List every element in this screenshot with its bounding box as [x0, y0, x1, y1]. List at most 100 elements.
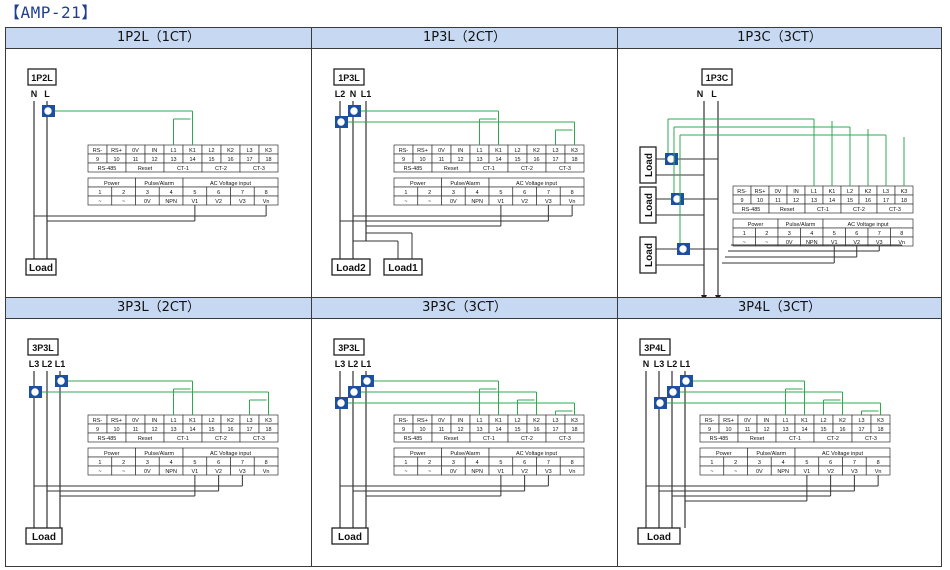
load-label: Load [32, 532, 56, 543]
terminal-group-label: Pulse/Alarm [144, 451, 174, 457]
terminal-label: IN [764, 418, 770, 424]
load-label: Load [644, 153, 655, 177]
terminal-label: L3 [858, 418, 864, 424]
terminal-number: 14 [829, 198, 835, 204]
terminal-group-label: Power [104, 451, 120, 457]
terminal-number: 3 [758, 460, 761, 466]
terminal-number: 17 [883, 198, 889, 204]
terminal-label: 0V [132, 418, 139, 424]
load-box [331, 527, 369, 545]
mode-box [333, 68, 365, 86]
terminal-number: 8 [877, 460, 880, 466]
terminal-number: 15 [208, 157, 214, 163]
terminal-group-label: CT-1 [177, 166, 189, 172]
panel-divider [6, 297, 941, 298]
terminal-label: L3 [552, 148, 558, 154]
terminal-label: Vn [898, 240, 905, 246]
terminal-number: 12 [793, 198, 799, 204]
terminal-label: NPN [777, 469, 789, 475]
terminal-label: K3 [877, 418, 884, 424]
terminal-number: 16 [533, 427, 539, 433]
terminal-label: V1 [192, 199, 199, 205]
terminal-number: 9 [402, 427, 405, 433]
terminal-group-label: CT-2 [853, 207, 865, 213]
terminal-group-label: CT-3 [253, 436, 265, 442]
terminal-number: 9 [740, 198, 743, 204]
terminal-group-label: Reset [750, 436, 765, 442]
terminal-label: K1 [189, 148, 196, 154]
terminal-number: 6 [217, 190, 220, 196]
terminal-label: RS+ [417, 418, 428, 424]
terminal-number: 1 [404, 460, 407, 466]
terminal-label: K2 [533, 418, 540, 424]
terminal-label: ~ [98, 199, 101, 205]
load-box [25, 527, 63, 545]
terminal-group-label: Reset [444, 166, 459, 172]
terminal-label: K1 [495, 418, 502, 424]
terminal-number: 3 [452, 190, 455, 196]
terminal-label: 0V [132, 148, 139, 154]
terminal-label: 0V [775, 189, 782, 195]
terminal-label: K1 [801, 418, 808, 424]
terminal-label: ~ [98, 469, 101, 475]
terminal-label: IN [458, 418, 464, 424]
terminal-label: L3 [552, 418, 558, 424]
terminal-label: V3 [239, 199, 246, 205]
panel-header: 3P4L（3CT） [618, 298, 941, 319]
terminal-number: 8 [571, 460, 574, 466]
terminal-number: 2 [765, 231, 768, 237]
terminal-number: 5 [193, 190, 196, 196]
terminal-group [545, 162, 585, 173]
terminal-label: 0V [756, 469, 763, 475]
terminal-label: 0V [450, 199, 457, 205]
terminal-group-label: Pulse/Alarm [144, 181, 174, 187]
terminal-number: 6 [217, 460, 220, 466]
terminal-number: 15 [514, 157, 520, 163]
terminal-number: 13 [170, 157, 176, 163]
terminal-number: 9 [96, 427, 99, 433]
terminal-label: K3 [265, 418, 272, 424]
terminal-label: L3 [246, 148, 252, 154]
terminal-number: 12 [151, 427, 157, 433]
terminal-number: 15 [820, 427, 826, 433]
terminal-group-label: CT-1 [789, 436, 801, 442]
terminal-group-label: AC Voltage input [848, 222, 889, 228]
line-label: L2 [335, 89, 346, 99]
terminal-label: Vn [569, 199, 576, 205]
terminal-label: ~ [765, 240, 768, 246]
terminal-number: 18 [265, 157, 271, 163]
terminal-group-label: AC Voltage input [822, 451, 863, 457]
terminal-label: 0V [438, 148, 445, 154]
terminal-group-label: CT-2 [215, 166, 227, 172]
terminal-number: 9 [402, 157, 405, 163]
terminal-number: 1 [743, 231, 746, 237]
terminal-label: IN [152, 148, 158, 154]
terminal-number: 7 [853, 460, 856, 466]
mode-label: 1P2L [31, 73, 53, 83]
terminal-group-label: RS-485 [404, 166, 423, 172]
terminal-label: K1 [495, 148, 502, 154]
load-label: Load [29, 263, 53, 274]
line-label: L1 [680, 359, 691, 369]
terminal-label: V1 [804, 469, 811, 475]
terminal-label: 0V [744, 418, 751, 424]
terminal-label: ~ [734, 469, 737, 475]
terminal-label: RS- [93, 418, 103, 424]
terminal-number: 3 [452, 460, 455, 466]
load-box [639, 146, 657, 184]
terminal-label: L2 [514, 148, 520, 154]
terminal-number: 3 [788, 231, 791, 237]
